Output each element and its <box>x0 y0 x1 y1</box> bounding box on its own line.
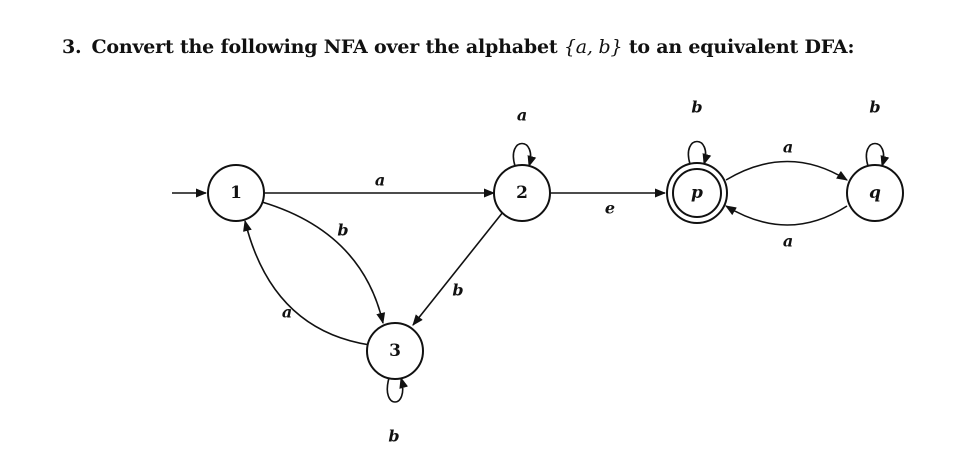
self-loop-label-3: b <box>388 427 399 446</box>
edge-1-to-3 <box>261 201 386 325</box>
self-loop-q <box>865 142 890 168</box>
self-loop-2 <box>512 142 537 168</box>
state-1: 1 <box>207 164 265 222</box>
state-label-1: 1 <box>230 183 242 203</box>
self-loop-label-q: b <box>869 98 880 117</box>
self-loop-label-p: b <box>691 98 702 117</box>
state-label-p: p <box>691 183 703 203</box>
self-loop-p <box>687 140 712 166</box>
edge-label-1-to-3: b <box>337 221 348 240</box>
alphabet-set: {a, b} <box>563 36 623 58</box>
question-text-after: to an equivalent DFA: <box>628 36 855 58</box>
question-text-before: Convert the following NFA over the alpha… <box>91 36 558 58</box>
state-p-accepting: p <box>666 162 728 224</box>
edge-2-to-3 <box>412 211 504 326</box>
edge-label-p-to-q: a <box>783 138 793 157</box>
self-loop-3 <box>386 376 409 403</box>
state-q: q <box>846 164 904 222</box>
state-label-q: q <box>869 183 881 203</box>
edge-p-to-q <box>725 160 848 181</box>
self-loop-label-2: a <box>517 106 527 125</box>
edge-label-1-to-2: a <box>375 171 385 190</box>
state-label-2: 2 <box>516 183 528 203</box>
question-text: 3. Convert the following NFA over the alp… <box>62 36 854 58</box>
state-2: 2 <box>493 164 551 222</box>
state-label-3: 3 <box>389 341 401 361</box>
edge-label-q-to-p: a <box>783 232 793 251</box>
edge-label-2-to-3: b <box>452 281 463 300</box>
edge-3-to-1 <box>243 219 371 346</box>
edge-label-2-to-p: e <box>605 199 615 218</box>
state-3: 3 <box>366 322 424 380</box>
question-number: 3. <box>62 36 82 58</box>
edge-label-3-to-1: a <box>282 303 292 322</box>
edge-q-to-p <box>725 205 848 226</box>
